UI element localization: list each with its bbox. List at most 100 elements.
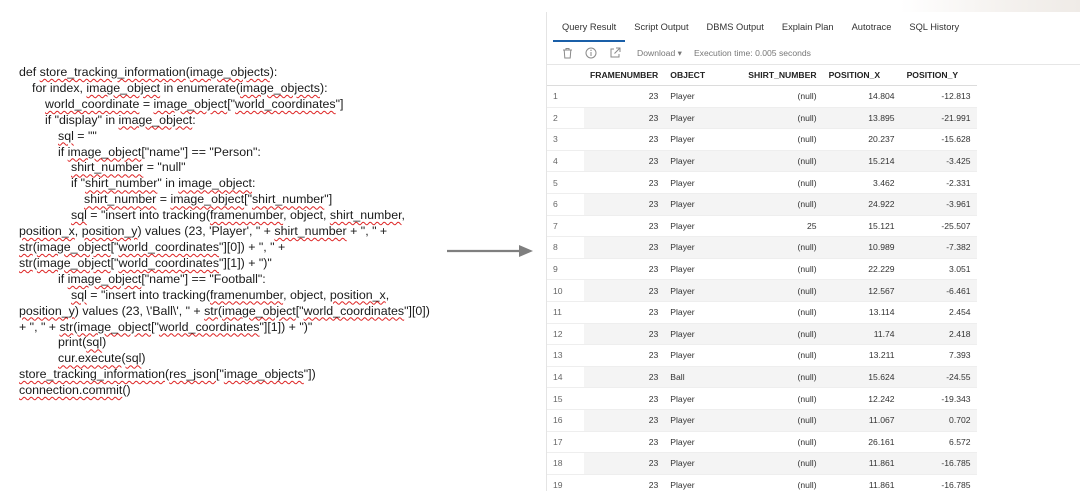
code-identifier: image_objects — [189, 65, 270, 79]
table-cell: 11.861 — [822, 452, 901, 475]
row-number: 9 — [547, 258, 584, 281]
code-line: shirt_number = image_object["shirt_numbe… — [19, 192, 439, 208]
table-cell: -16.785 — [900, 474, 977, 491]
code-identifier: world_coordinate — [45, 96, 140, 111]
tab-autotrace[interactable]: Autotrace — [851, 22, 892, 32]
tab-sql-history[interactable]: SQL History — [909, 22, 960, 32]
table-cell: Player — [664, 452, 743, 475]
row-number: 17 — [547, 431, 584, 454]
column-header-position-x[interactable]: POSITION_X — [822, 65, 901, 86]
column-header-framenumber[interactable]: FRAMENUMBER — [584, 65, 665, 86]
code-text: " in — [157, 176, 179, 191]
tab-explain-plan[interactable]: Explain Plan — [781, 22, 834, 32]
code-identifier: image_object — [77, 319, 152, 334]
code-text: ( — [32, 255, 37, 270]
code-line: store_tracking_information(res_json["ima… — [19, 367, 439, 383]
code-text: ): — [319, 80, 328, 95]
table-cell: 10.989 — [822, 236, 901, 259]
code-identifier: str — [19, 239, 33, 254]
code-identifier: res_json — [169, 367, 216, 382]
result-tabs: Query Result Script Output DBMS Output Expl… — [547, 12, 1080, 42]
code-text: [" — [216, 367, 224, 382]
code-text: , — [401, 208, 405, 223]
code-text: ) values (23, \'Ball\', " + — [74, 303, 205, 318]
tab-dbms-output[interactable]: DBMS Output — [706, 22, 764, 32]
code-text: [" — [244, 192, 252, 207]
code-text: = — [156, 192, 171, 207]
tab-query-result[interactable]: Query Result — [553, 12, 626, 42]
trash-icon[interactable] — [559, 45, 575, 61]
results-panel: Query Result Script Output DBMS Output Expl… — [546, 12, 1080, 491]
code-identifier: position_y — [81, 224, 138, 239]
table-cell: (null) — [742, 431, 823, 454]
table-cell: 15.121 — [822, 215, 901, 238]
table-cell: -21.991 — [900, 107, 977, 130]
code-line: connection.commit() — [19, 383, 439, 399]
table-cell: (null) — [742, 366, 823, 389]
code-identifier: image_object — [170, 192, 245, 207]
code-text: [" — [227, 96, 236, 111]
table-cell: 7.393 — [900, 344, 977, 367]
table-cell: (null) — [742, 452, 823, 475]
tab-script-output[interactable]: Script Output — [634, 22, 689, 32]
row-number: 10 — [547, 279, 584, 302]
table-cell: 11.067 — [822, 409, 901, 432]
code-text: in enumerate( — [160, 80, 241, 95]
info-icon[interactable] — [583, 45, 599, 61]
row-number: 19 — [547, 474, 584, 491]
code-text: if — [58, 144, 68, 159]
table-cell: 23 — [584, 409, 665, 432]
code-identifier: world_coordinates — [235, 96, 336, 111]
table-cell: 2.454 — [900, 301, 977, 324]
row-number: 6 — [547, 193, 584, 216]
column-header-object[interactable]: OBJECT — [664, 65, 743, 86]
code-identifier: store_tracking_information — [19, 367, 166, 382]
code-text: [" — [151, 319, 159, 334]
code-text: print( — [58, 335, 87, 350]
code-text: ( — [165, 367, 170, 382]
row-number: 18 — [547, 452, 584, 475]
code-identifier: image_object — [222, 303, 296, 318]
code-text: ( — [73, 319, 78, 334]
table-cell: 23 — [584, 85, 665, 108]
table-cell: Player — [664, 193, 743, 216]
row-number: 14 — [547, 366, 584, 389]
code-text: "][0]) + ", " + — [19, 303, 430, 334]
code-text: ) — [141, 351, 146, 366]
table-cell: 23 — [584, 150, 665, 173]
code-snippet: def store_tracking_information(image_obj… — [19, 65, 439, 399]
table-cell: Ball — [664, 366, 743, 389]
code-text: "]) — [303, 367, 316, 382]
table-cell: 11.861 — [822, 474, 901, 491]
column-header-position-y[interactable]: POSITION_Y — [900, 65, 977, 86]
code-text: "][0]) + ", " + — [219, 239, 286, 254]
code-identifier: world_coordinates — [158, 319, 260, 334]
export-icon[interactable] — [607, 45, 623, 61]
download-dropdown[interactable]: Download ▾ — [637, 48, 682, 59]
code-line: if image_object["name"] == "Football": — [19, 272, 439, 288]
code-identifier: shirt_number — [84, 192, 157, 207]
table-cell: 23 — [584, 323, 665, 346]
column-header-shirt-number[interactable]: SHIRT_NUMBER — [742, 65, 823, 86]
